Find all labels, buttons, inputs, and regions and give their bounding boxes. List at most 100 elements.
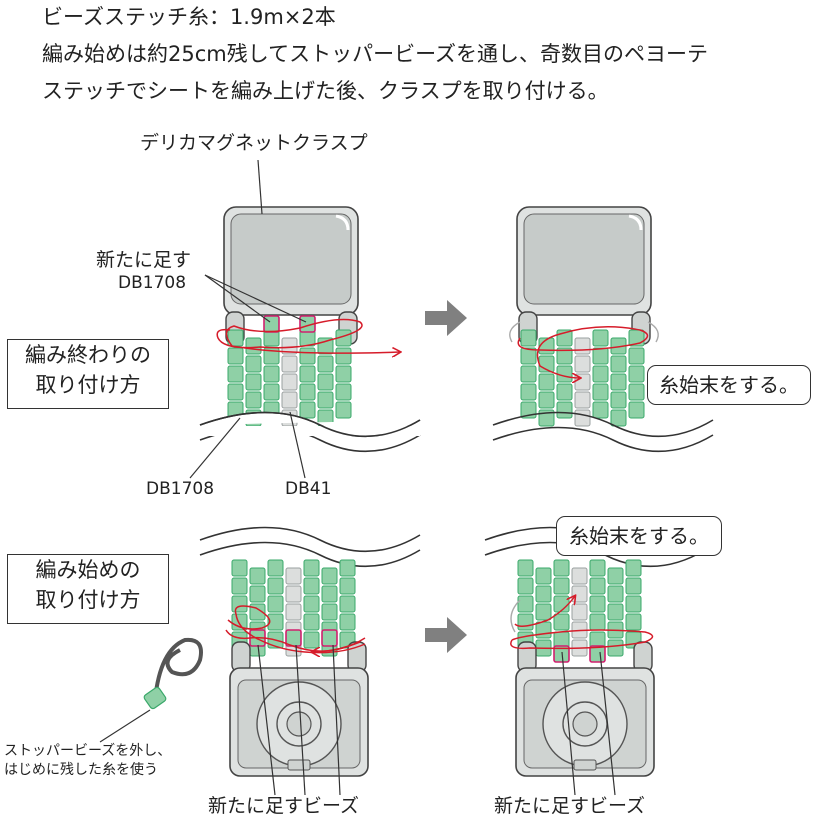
top-step-arrow [425, 300, 467, 336]
bead [317, 355, 334, 373]
finish-thread-callout-top: 糸始末をする。 [647, 365, 811, 405]
bead [227, 347, 244, 365]
bead [607, 639, 624, 657]
bead [245, 337, 262, 355]
bead [520, 365, 537, 383]
bead [574, 373, 591, 391]
db1708-top-label: DB1708 [118, 273, 187, 293]
bead [625, 577, 642, 595]
new-bead [553, 645, 570, 663]
bead [592, 329, 609, 347]
top-right-clasp-group [509, 206, 659, 345]
end-attach-line-2: 取り付け方 [35, 373, 141, 397]
top-left-thread [216, 318, 400, 354]
bead [321, 585, 338, 603]
bead [317, 391, 334, 409]
bead [285, 603, 302, 621]
bottom-left-thread [227, 605, 366, 654]
bead [625, 595, 642, 613]
bead [610, 355, 627, 373]
bead [589, 595, 606, 613]
stopper-bead [143, 686, 167, 710]
bead [574, 409, 591, 427]
bead [303, 577, 320, 595]
bead [610, 409, 627, 427]
bead [553, 577, 570, 595]
bead [267, 577, 284, 595]
bottom-left-bead-sheet [231, 559, 356, 657]
bead [281, 337, 298, 355]
bead [589, 613, 606, 631]
bead [589, 559, 606, 577]
bead [553, 559, 570, 577]
end-attach-section-box: 編み終わりの 取り付け方 [7, 339, 169, 409]
bead [317, 373, 334, 391]
bead [267, 613, 284, 631]
bead [335, 383, 352, 401]
bead [574, 391, 591, 409]
bead [628, 365, 645, 383]
instruction-line-2: 編み始めは約25cm残してストッパービーズを通し、奇数目のペヨーテ [42, 42, 709, 66]
bead [628, 347, 645, 365]
top-left-clasp-highlight [335, 214, 350, 231]
bead [571, 585, 588, 603]
bead [535, 621, 552, 639]
finish-thread-callout-bottom: 糸始末をする。 [556, 516, 722, 556]
bead [299, 347, 316, 365]
bead [556, 383, 573, 401]
end-attach-line-1: 編み終わりの [25, 343, 151, 367]
bead [520, 329, 537, 347]
top-right-thread [517, 326, 649, 378]
bead [574, 355, 591, 373]
start-attach-line-2: 取り付け方 [35, 588, 141, 612]
bead [267, 559, 284, 577]
new-bead [589, 645, 606, 663]
bead [335, 365, 352, 383]
clasp-label: デリカマグネットクラスプ [140, 132, 368, 154]
bead [263, 365, 280, 383]
top-left-clasp-group [223, 206, 359, 345]
add-new-label: 新たに足す [96, 249, 192, 271]
bead [339, 577, 356, 595]
bottom-right-thread [510, 629, 654, 650]
bead [339, 595, 356, 613]
bead [299, 365, 316, 383]
bead [303, 595, 320, 613]
bead [535, 567, 552, 585]
top-right-bead-sheet [520, 329, 645, 427]
bead [285, 585, 302, 603]
bead [299, 401, 316, 419]
bead [285, 567, 302, 585]
bead [625, 559, 642, 577]
bead [571, 603, 588, 621]
top-left-bead-sheet [227, 315, 352, 427]
bead [299, 383, 316, 401]
bottom-right-bead-sheet [517, 559, 642, 663]
bead [628, 383, 645, 401]
bead [267, 595, 284, 613]
start-attach-section-box: 編み始めの 取り付け方 [7, 554, 169, 624]
bead [281, 355, 298, 373]
bead [592, 383, 609, 401]
bead [556, 401, 573, 419]
bead [335, 401, 352, 419]
bead [231, 577, 248, 595]
bead [339, 613, 356, 631]
bottom-right-clasp-group [510, 599, 655, 777]
bead [592, 347, 609, 365]
bead [231, 595, 248, 613]
bead [227, 383, 244, 401]
bead [517, 559, 534, 577]
stopper-note-line-2: はじめに残した糸を使う [4, 762, 158, 778]
bead [321, 567, 338, 585]
bead [517, 577, 534, 595]
bead [321, 603, 338, 621]
bead [538, 373, 555, 391]
bead [303, 559, 320, 577]
bead [610, 373, 627, 391]
bead [517, 613, 534, 631]
instruction-line-3: ステッチでシートを編み上げた後、クラスプを取り付ける。 [42, 79, 609, 103]
bead [517, 595, 534, 613]
bead [571, 567, 588, 585]
